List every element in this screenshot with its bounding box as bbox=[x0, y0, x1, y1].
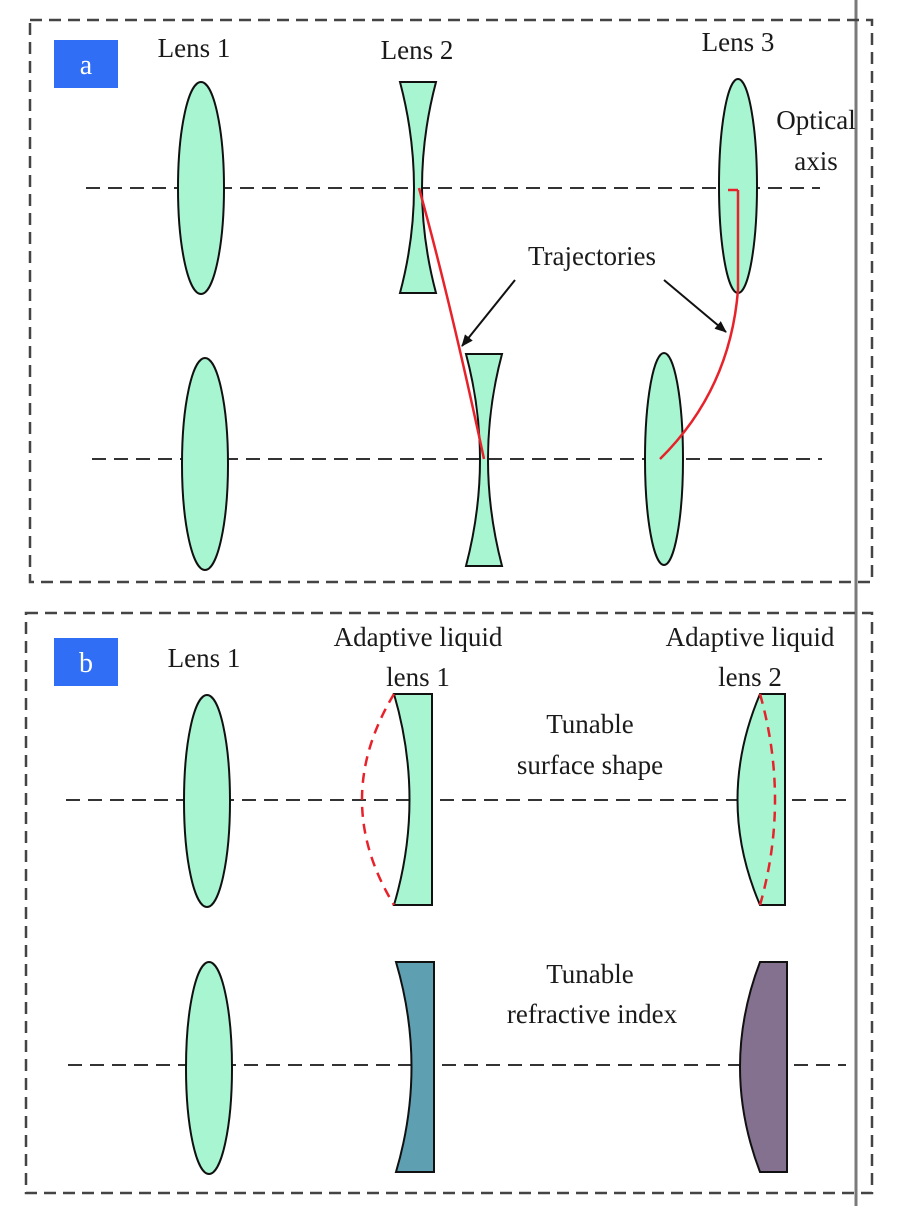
panel-b-badge-text: b bbox=[79, 648, 93, 679]
trajectory-lens-3 bbox=[659, 190, 740, 460]
adaptive-liquid-lens-2-lower bbox=[739, 961, 788, 1173]
panel-b-frame bbox=[24, 611, 874, 1195]
panel-a-badge-text: a bbox=[80, 50, 93, 81]
label-trajectories: Trajectories bbox=[528, 241, 656, 271]
lens-1-tunable-curve bbox=[360, 693, 396, 906]
label-liquid-1-line2: lens 1 bbox=[386, 662, 450, 692]
label-liquid-1-line1: Adaptive liquid bbox=[334, 622, 503, 652]
panel-b: b Lens 1 Adaptive liquid lens 1 Adaptive… bbox=[24, 611, 874, 1195]
label-optical-axis-line2: axis bbox=[794, 146, 838, 176]
panel-b-badge bbox=[54, 638, 118, 686]
arrow-to-trajectory-3 bbox=[663, 279, 727, 333]
panel-a: a Lens 1 Lens 2 Lens 3 Optical axis Traj… bbox=[28, 18, 874, 584]
label-liquid-2-line1: Adaptive liquid bbox=[666, 622, 835, 652]
label-lens-1-b: Lens 1 bbox=[168, 643, 241, 673]
label-lens-1-a: Lens 1 bbox=[158, 33, 231, 63]
label-tunable-index-line1: Tunable bbox=[546, 959, 634, 989]
label-optical-axis-line1: Optical bbox=[776, 105, 855, 135]
adaptive-liquid-lens-2-upper bbox=[736, 693, 786, 906]
label-tunable-shape-line1: Tunable bbox=[546, 709, 634, 739]
label-lens-2-a: Lens 2 bbox=[381, 35, 454, 65]
label-lens-3-a: Lens 3 bbox=[702, 27, 775, 57]
label-tunable-index-line2: refractive index bbox=[507, 999, 678, 1029]
label-tunable-shape-line2: surface shape bbox=[517, 750, 663, 780]
trajectory-lens-2 bbox=[417, 187, 486, 460]
lens-1-b-upper bbox=[183, 694, 231, 908]
lens-2-lower bbox=[464, 353, 504, 567]
panel-a-badge bbox=[54, 40, 118, 88]
lens-3-lower bbox=[644, 352, 684, 566]
panel-a-frame bbox=[28, 18, 874, 584]
lens-1-b-lower bbox=[185, 961, 233, 1175]
label-liquid-2-line2: lens 2 bbox=[718, 662, 782, 692]
lens-1-upper bbox=[177, 81, 225, 295]
lens-1-lower bbox=[181, 357, 229, 571]
lens-2-tunable-curve bbox=[758, 693, 777, 906]
lens-2-upper bbox=[398, 81, 438, 294]
arrow-to-trajectory-2 bbox=[461, 279, 516, 347]
adaptive-liquid-lens-1-lower bbox=[394, 961, 435, 1173]
